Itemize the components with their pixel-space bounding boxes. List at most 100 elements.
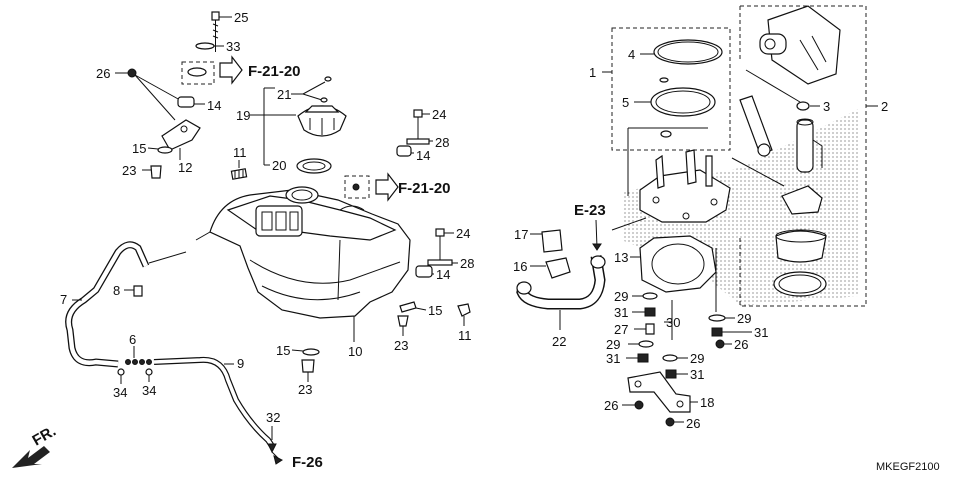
- callout-15c: 15: [276, 343, 290, 358]
- callout-32: 32: [266, 410, 280, 425]
- ref-f2120-b: F-21-20: [398, 180, 451, 197]
- callout-15a: 15: [132, 141, 146, 156]
- callout-10: 10: [348, 344, 362, 359]
- filter-housing-part: [775, 230, 827, 263]
- washer-29d-part: [708, 314, 726, 322]
- reference-arrow-a: [219, 55, 243, 85]
- callout-1: 1: [589, 65, 596, 80]
- grommet-3-part: [796, 101, 810, 111]
- callout-24a: 24: [432, 107, 446, 122]
- washer-33-part: [195, 42, 215, 50]
- washer-15b-part: [399, 301, 417, 313]
- callout-13: 13: [614, 250, 628, 265]
- callout-26c: 26: [686, 416, 700, 431]
- callout-20: 20: [272, 158, 286, 173]
- callout-29b: 29: [606, 337, 620, 352]
- callout-14a: 14: [207, 98, 221, 113]
- collar-28b-part: [427, 259, 453, 266]
- callout-12: 12: [178, 160, 192, 175]
- gasket-13-part: [639, 235, 717, 293]
- callout-26d: 26: [734, 337, 748, 352]
- fuel-pump-motor-part: [796, 119, 814, 173]
- callout-7: 7: [60, 292, 67, 307]
- callout-28b: 28: [460, 256, 474, 271]
- callout-4: 4: [628, 47, 635, 62]
- callout-31d: 31: [754, 325, 768, 340]
- bottom-seal-part: [773, 271, 827, 297]
- callout-3: 3: [823, 99, 830, 114]
- callout-8: 8: [113, 283, 120, 298]
- front-direction-arrow: [12, 446, 50, 468]
- seal-ring-4-part: [653, 39, 723, 65]
- nut-31d-part: [711, 327, 723, 337]
- callout-23a: 23: [122, 163, 136, 178]
- callout-22: 22: [552, 334, 566, 349]
- callout-18: 18: [700, 395, 714, 410]
- callout-27: 27: [614, 322, 628, 337]
- fuel-filter-strap-part: [739, 95, 773, 155]
- filter-11a-part: [230, 168, 248, 180]
- breather-tube-7-part: [65, 241, 150, 368]
- nut-26-part: [127, 68, 137, 78]
- callout-28a: 28: [435, 135, 449, 150]
- washer-15a-part: [157, 146, 173, 154]
- ref-f2120-a: F-21-20: [248, 63, 301, 80]
- callout-9: 9: [237, 356, 244, 371]
- callout-11b: 11: [458, 328, 472, 343]
- clip-34b-part: [145, 368, 153, 376]
- callout-31b: 31: [606, 351, 620, 366]
- washer-29a-part: [642, 292, 658, 300]
- rubber-14-part: [177, 96, 195, 108]
- callout-29d: 29: [737, 311, 751, 326]
- connector-16-part: [545, 257, 571, 279]
- washer-15c-part: [302, 348, 320, 356]
- callout-6: 6: [129, 332, 136, 347]
- callout-31c: 31: [690, 367, 704, 382]
- bracket-12-part: [161, 119, 201, 151]
- clamp-32-part: [267, 443, 277, 454]
- pump-holder-part: [781, 185, 823, 215]
- callout-14c: 14: [436, 267, 450, 282]
- diagram-code: MKEGF2100: [876, 461, 940, 473]
- washer-29c-part: [662, 354, 678, 362]
- callout-14b: 14: [416, 148, 430, 163]
- nut-31c-part: [665, 369, 677, 379]
- stay-18-part: [627, 371, 691, 413]
- callout-34b: 34: [142, 383, 156, 398]
- callout-23c: 23: [298, 382, 312, 397]
- collar-27-part: [645, 323, 655, 335]
- callout-30: 30: [666, 315, 680, 330]
- rubber-14b-part: [396, 145, 412, 157]
- collar-23c-part: [301, 359, 315, 373]
- gasket-20-part: [296, 158, 332, 174]
- callout-26b: 26: [604, 398, 618, 413]
- rubber-14c-part: [415, 265, 433, 278]
- callout-11a: 11: [233, 145, 247, 160]
- nut-26b-part: [634, 400, 644, 410]
- ref-f26: F-26: [292, 454, 323, 471]
- callout-2: 2: [881, 99, 888, 114]
- pump-top-unit-part: [759, 5, 841, 85]
- pump-flange-part: [639, 149, 731, 223]
- callout-31a: 31: [614, 305, 628, 320]
- clip-34a-part: [117, 368, 125, 376]
- callout-26a: 26: [96, 66, 110, 81]
- collar-23b-part: [397, 315, 409, 327]
- bolt-24b-part: [435, 228, 445, 237]
- ref-e23: E-23: [574, 202, 606, 219]
- fuel-feed-hose-22-part: [516, 255, 606, 310]
- bolt-25-part: [211, 11, 220, 52]
- callout-34a: 34: [113, 385, 127, 400]
- callout-17: 17: [514, 227, 528, 242]
- fuel-cap-19-part: [297, 105, 347, 137]
- drain-tube-9-part: [153, 356, 275, 448]
- callout-21: 21: [277, 87, 291, 102]
- callout-16: 16: [513, 259, 527, 274]
- callout-24b: 24: [456, 226, 470, 241]
- callout-25: 25: [234, 10, 248, 25]
- nut-31b-part: [637, 353, 649, 363]
- collar-23a-part: [150, 165, 162, 179]
- callout-33: 33: [226, 39, 240, 54]
- callout-29c: 29: [690, 351, 704, 366]
